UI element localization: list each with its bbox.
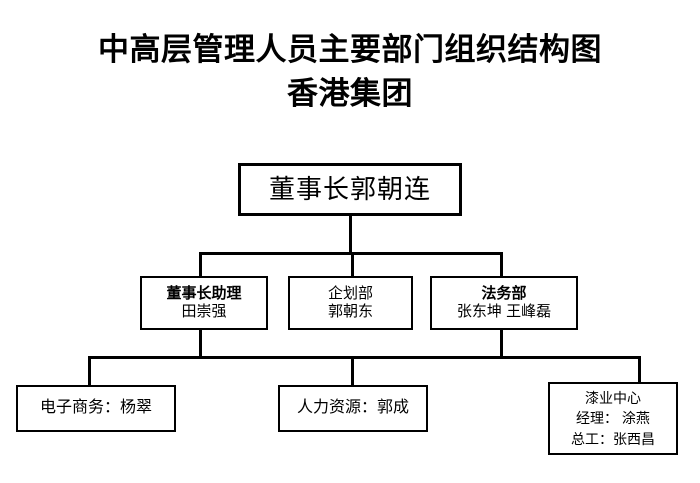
org-node-planning-dept-line-1: 企划部: [327, 285, 373, 303]
org-node-paint-center[interactable]: 漆业中心 经理： 涂燕 总工：张西昌: [548, 382, 678, 455]
org-node-chairman[interactable]: 董事长郭朝连: [238, 163, 462, 216]
connector-tier2-drop-right: [500, 252, 503, 278]
connector-tier3-drop-right: [638, 356, 641, 384]
org-node-paint-center-line-2: 经理： 涂燕: [576, 410, 650, 427]
org-node-human-resources[interactable]: 人力资源：郭成: [278, 385, 428, 432]
connector-tier3-bus: [88, 356, 641, 359]
org-node-planning-dept-line-2: 郭朝东: [327, 303, 373, 320]
connector-tier2-drop-middle: [351, 252, 354, 278]
org-node-paint-center-line-3: 总工：张西昌: [571, 430, 655, 447]
connector-tier3-drop-left: [88, 356, 91, 387]
org-node-legal-dept[interactable]: 法务部 张东坤 王峰磊: [430, 276, 578, 330]
org-node-paint-center-line-1: 漆业中心: [585, 390, 641, 407]
org-node-legal-dept-line-2: 张东坤 王峰磊: [456, 303, 552, 320]
org-node-planning-dept[interactable]: 企划部 郭朝东: [288, 276, 413, 330]
chart-title: 中高层管理人员主要部门组织结构图 香港集团: [0, 28, 700, 116]
chart-title-line-2: 香港集团: [287, 76, 413, 111]
org-node-chairman-assistant-line-2: 田崇强: [181, 303, 227, 320]
org-node-ecommerce-line-1: 电子商务：杨翠: [39, 399, 152, 417]
org-node-human-resources-line-1: 人力资源：郭成: [296, 399, 409, 417]
chart-title-line-1: 中高层管理人员主要部门组织结构图: [98, 32, 602, 67]
connector-legal-drop: [500, 330, 503, 359]
org-node-chairman-line-1: 董事长郭朝连: [268, 174, 431, 205]
connector-tier2-drop-left: [199, 252, 202, 278]
connector-tier3-drop-middle: [351, 356, 354, 387]
org-node-legal-dept-line-1: 法务部: [481, 285, 527, 303]
org-node-chairman-assistant[interactable]: 董事长助理 田崇强: [140, 276, 268, 330]
org-node-chairman-assistant-line-1: 董事长助理: [166, 285, 242, 303]
connector-root-drop: [349, 216, 352, 255]
connector-assistant-drop: [199, 330, 202, 359]
org-node-ecommerce[interactable]: 电子商务：杨翠: [16, 385, 176, 432]
